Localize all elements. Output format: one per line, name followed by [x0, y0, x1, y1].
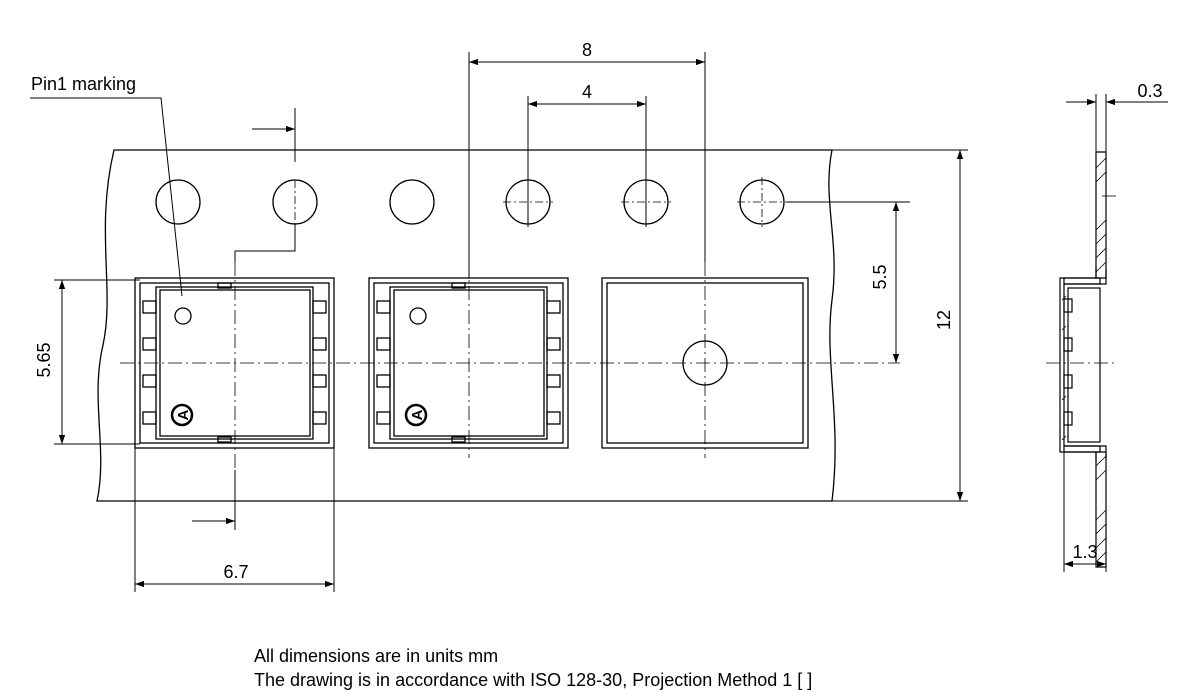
marking-letter-2: A: [409, 409, 426, 420]
pin1-label: Pin1 marking: [31, 74, 136, 94]
dim-tape-width: [832, 149, 968, 502]
dim-pocket-depth: [1063, 452, 1107, 572]
dim-pocket-height: [54, 279, 140, 445]
dim-pocket-pitch: [468, 52, 706, 278]
section-hatching: [1061, 157, 1107, 563]
marking-circle: [170, 403, 194, 427]
dim-12-label: 12: [934, 310, 954, 330]
dim-thickness: [1066, 94, 1168, 152]
sprocket-hole: [155, 179, 201, 225]
dim-offset: [787, 201, 910, 363]
pin1-dot: [174, 307, 192, 325]
dim-5-65-label: 5.65: [34, 342, 54, 377]
dim-5-5-label: 5.5: [870, 264, 890, 289]
marking-letter-1: A: [175, 409, 192, 420]
tape-drawing: A A: [30, 40, 1168, 592]
feed-arrow-top: [234, 108, 296, 262]
dim-1-3-label: 1.3: [1072, 542, 1097, 562]
centerlines: [120, 195, 1118, 470]
dim-8-label: 8: [582, 40, 592, 60]
pin1-dot: [409, 307, 427, 325]
dim-pocket-width: [134, 448, 335, 592]
hole-centerlines: [294, 177, 787, 227]
pin1-leader: [30, 97, 183, 297]
sprocket-hole: [389, 179, 435, 225]
dim-0-3-label: 0.3: [1137, 81, 1162, 101]
dim-6-7-label: 6.7: [223, 562, 248, 582]
drawing-notes: All dimensions are in units mm The drawi…: [254, 644, 1154, 692]
marking-circle: [404, 403, 428, 427]
note-units: All dimensions are in units mm: [254, 646, 499, 666]
feed-arrow-bottom: [192, 470, 236, 530]
note-projection: The drawing is in accordance with ISO 12…: [254, 670, 813, 690]
sprocket-hole: [739, 179, 785, 225]
dim-4-label: 4: [582, 82, 592, 102]
sprocket-holes: [155, 179, 785, 225]
dim-hole-pitch: [527, 96, 647, 227]
cross-section: [1059, 151, 1107, 568]
